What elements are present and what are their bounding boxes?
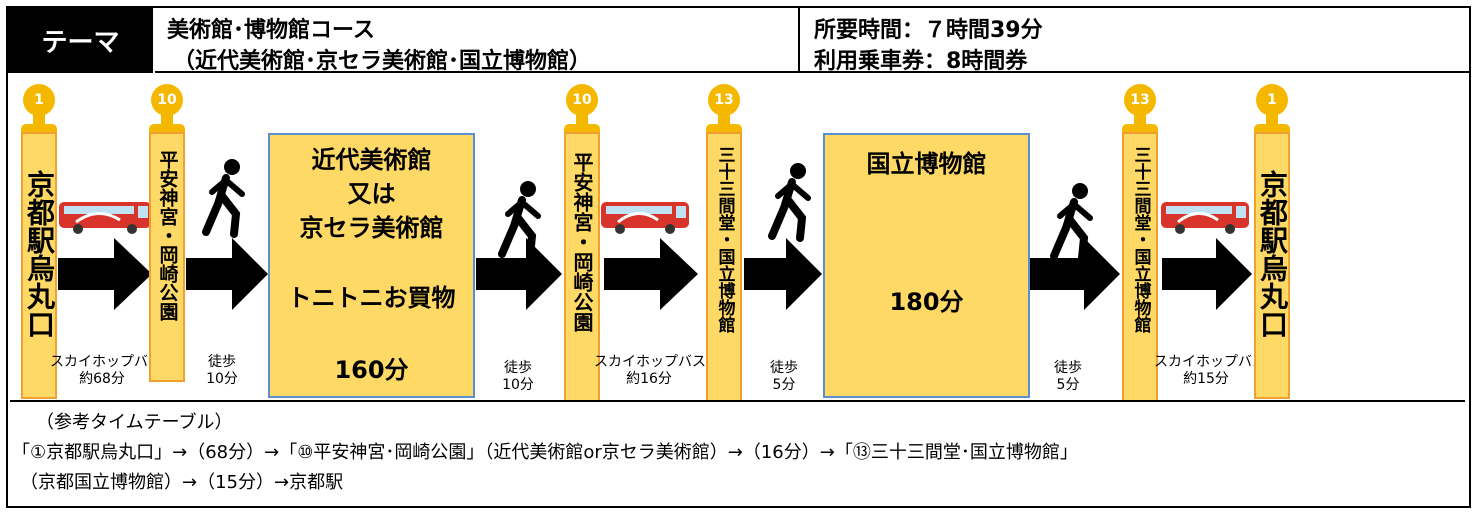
bus-mode-label: スカイホップバス (1154, 354, 1266, 370)
bus-time-label: 約68分 (79, 371, 125, 387)
course-title: 美術館･博物館コース (167, 18, 375, 43)
stop-name: 三十三間堂・国立博物館 (1130, 146, 1151, 333)
stop-sign-cap (564, 124, 600, 134)
stop-sign-pole: 三十三間堂・国立博物館 (1122, 132, 1158, 402)
walk-time-label: 5分 (1056, 377, 1080, 393)
bus-mode-label: スカイホップバス (594, 354, 706, 370)
bus-icon (601, 202, 689, 234)
arrow-right-icon (186, 238, 268, 310)
bus-time-label: 約15分 (1183, 371, 1229, 387)
stop-name: 平安神宮・岡崎公園 (156, 150, 179, 321)
stop-number-badge: 10 (566, 84, 598, 116)
ticket-type: 利用乗車券：8時間券 (814, 49, 1028, 74)
stop-sign-cap (149, 124, 185, 134)
bus-time-label: 約16分 (626, 371, 672, 387)
venue-duration: 160分 (334, 356, 409, 384)
arrow-right-icon (1162, 238, 1252, 310)
stop-name: 平安神宮・岡崎公園 (570, 152, 594, 332)
total-duration: 所要時間：７時間39分 (814, 18, 1043, 43)
stop-sign-cap (1122, 124, 1158, 134)
stop-sign-cap (706, 124, 742, 134)
timetable-heading: （参考タイムテーブル） (36, 412, 233, 433)
stop-sign-cap (21, 124, 57, 134)
arrow-right-icon (1030, 238, 1120, 310)
stop-name: 京都駅烏丸口 (23, 170, 56, 338)
venue-modern-art-museum: 近代美術館 又は 京セラ美術館 トニトニお買物 160分 (268, 133, 475, 398)
venue-name: 近代美術館 (311, 146, 432, 174)
page-frame (6, 6, 1471, 508)
venue-national-museum: 国立博物館 180分 (823, 133, 1030, 398)
walk-time-label: 10分 (502, 377, 534, 393)
walk-time-label: 10分 (206, 371, 238, 387)
reference-timetable: （参考タイムテーブル） 「①京都駅烏丸口」→（68分）→「⑩平安神宮･岡崎公園」… (10, 400, 1465, 506)
stop-number-badge: 10 (151, 84, 183, 116)
walk-mode-label: 徒歩 (208, 354, 236, 370)
venue-duration: 180分 (889, 288, 964, 316)
stop-number-badge: 13 (708, 84, 740, 116)
theme-label: テーマ (8, 8, 153, 73)
course-subtitle: （近代美術館･京セラ美術館･国立博物館） (173, 49, 592, 74)
venue-or: 又は (347, 180, 396, 208)
bus-icon (1161, 202, 1249, 234)
arrow-right-icon (604, 238, 698, 310)
arrow-right-icon (58, 238, 152, 310)
walk-mode-label: 徒歩 (770, 360, 798, 376)
timetable-line-2: （京都国立博物館）→（15分）→京都駅 (20, 472, 344, 493)
stop-number-badge: 1 (1256, 84, 1288, 116)
arrow-right-icon (744, 238, 822, 310)
walking-person-icon (768, 163, 811, 242)
stop-name: 京都駅烏丸口 (1256, 170, 1289, 338)
venue-shopping: トニトニお買物 (287, 284, 456, 312)
walking-person-icon (202, 159, 245, 238)
walk-time-label: 5分 (772, 377, 796, 393)
stop-sign-pole: 京都駅烏丸口 (21, 132, 57, 399)
walk-mode-label: 徒歩 (504, 360, 532, 376)
venue-alt-name: 京セラ美術館 (299, 214, 444, 242)
bus-icon (59, 202, 151, 234)
walk-mode-label: 徒歩 (1054, 360, 1082, 376)
venue-name: 国立博物館 (866, 150, 987, 178)
stop-number-badge: 13 (1124, 84, 1156, 116)
time-info-box: 所要時間：７時間39分 利用乗車券：8時間券 (800, 8, 1469, 74)
stop-sign-cap (1254, 124, 1290, 134)
stop-sign-pole: 三十三間堂・国立博物館 (706, 132, 742, 402)
stop-sign-pole: 京都駅烏丸口 (1254, 132, 1290, 399)
bus-mode-label: スカイホップバス (50, 354, 162, 370)
course-title-box: 美術館･博物館コース （近代美術館･京セラ美術館･国立博物館） (155, 8, 800, 74)
stop-name: 三十三間堂・国立博物館 (714, 146, 735, 333)
timetable-line-1: 「①京都駅烏丸口」→（68分）→「⑩平安神宮･岡崎公園」（近代美術館or京セラ美… (12, 442, 1078, 463)
stop-sign-pole: 平安神宮・岡崎公園 (149, 132, 185, 382)
stop-number-badge: 1 (23, 84, 55, 116)
arrow-right-icon (476, 238, 562, 310)
